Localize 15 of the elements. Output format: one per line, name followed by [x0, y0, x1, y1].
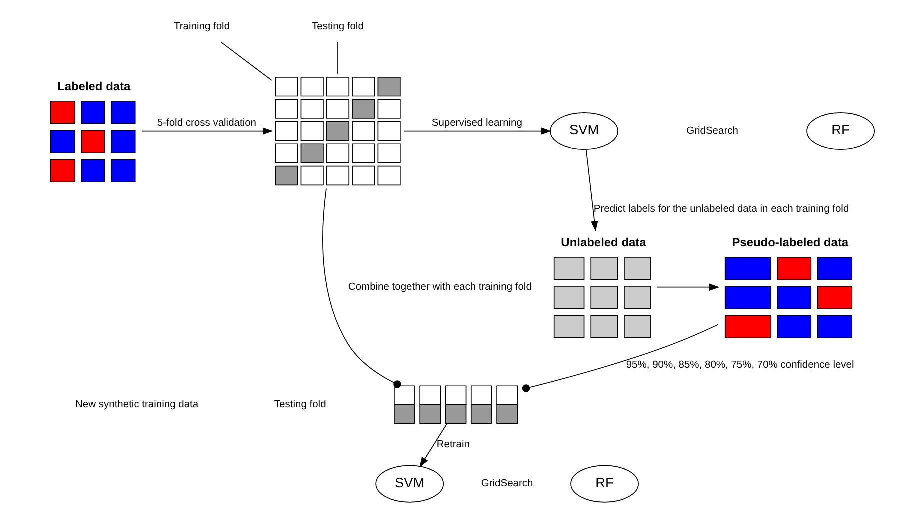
edge-label: Supervised learning [431, 118, 522, 129]
node-label: Labeled data [57, 79, 130, 94]
label: GridSearch [480, 478, 533, 490]
edge-label: 5-fold cross validation [156, 118, 256, 129]
node-label: Unlabeled data [560, 235, 646, 250]
label: Testing fold [274, 400, 326, 411]
edge-label: 95%, 90%, 85%, 80%, 75%, 70% confidence level [626, 360, 854, 371]
node-label: Pseudo-labeled data [732, 235, 848, 250]
edge-label: Combine together with each training fold [348, 282, 532, 294]
node-text: Testing fold [312, 22, 364, 33]
edge-label: Predict labels for the unlabeled data in each training fold [593, 204, 849, 216]
node-text: Training fold [174, 22, 230, 33]
label: GridSearch [686, 126, 738, 137]
label: New synthetic training data [75, 400, 198, 411]
edge-label: Retrain [436, 439, 470, 450]
